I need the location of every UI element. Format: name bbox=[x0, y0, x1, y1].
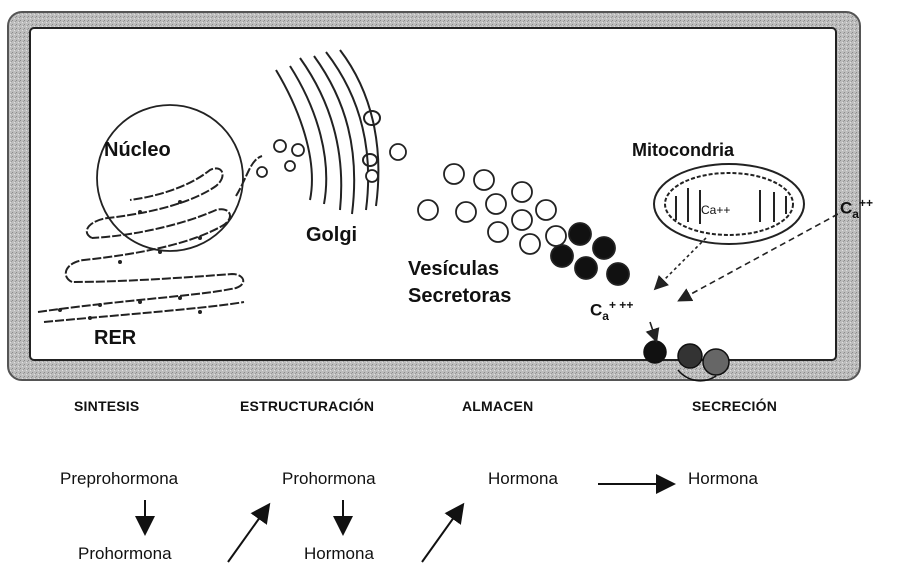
golgi-label: Golgi bbox=[306, 224, 357, 247]
stage-label-secrecion: SECRECIÓN bbox=[692, 398, 777, 414]
step-preprohormona: Preprohormona bbox=[60, 469, 178, 489]
step-hormona-secreted: Hormona bbox=[688, 469, 758, 489]
arrow-diagonal-1 bbox=[228, 506, 268, 562]
step-prohormona-bottom: Prohormona bbox=[78, 544, 172, 564]
stage-label-almacen: ALMACEN bbox=[462, 398, 533, 414]
vesicles-label-line1: Vesículas bbox=[408, 258, 499, 281]
nucleus-label: Núcleo bbox=[104, 139, 171, 162]
flow-arrows bbox=[145, 484, 672, 562]
calcium-outside-label: Ca++ bbox=[840, 196, 873, 221]
stage-label-estructuracion: ESTRUCTURACIÓN bbox=[240, 398, 374, 414]
rer-label: RER bbox=[94, 327, 136, 350]
calcium-inside-label: Ca+ ++ bbox=[590, 298, 633, 323]
arrow-diagonal-2 bbox=[422, 506, 462, 562]
mitochondria-inner-label: Ca++ bbox=[701, 203, 730, 217]
stage-label-sintesis: SINTESIS bbox=[74, 398, 139, 414]
vesicles-label-line2: Secretoras bbox=[408, 285, 511, 308]
mitochondria-label: Mitocondria bbox=[632, 140, 734, 161]
step-hormona-stored: Hormona bbox=[488, 469, 558, 489]
step-hormona-bottom: Hormona bbox=[304, 544, 374, 564]
step-prohormona-top: Prohormona bbox=[282, 469, 376, 489]
